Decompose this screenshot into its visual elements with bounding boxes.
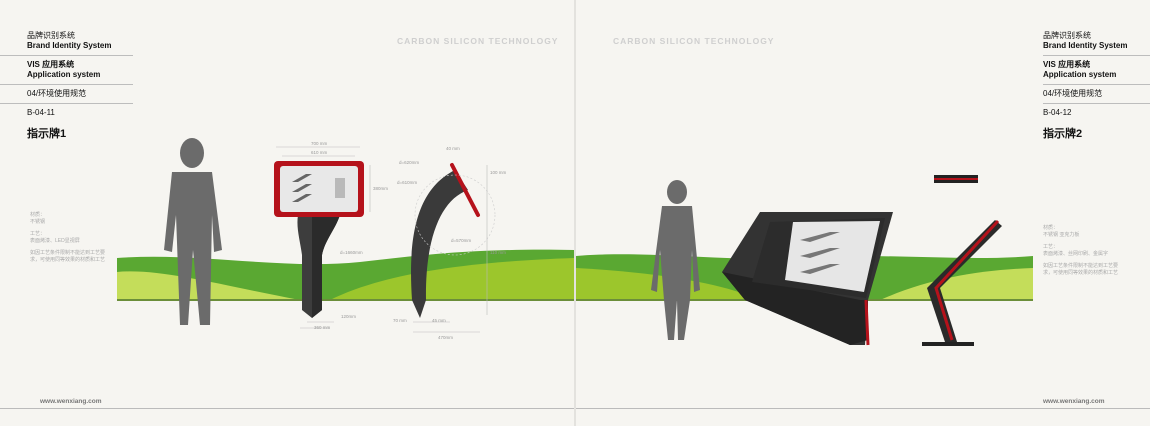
dim-label: 120mm: [341, 314, 357, 319]
system-en: Brand Identity System: [1043, 41, 1128, 50]
man-silhouette: [164, 138, 222, 325]
woman-silhouette: [651, 180, 700, 340]
page-code: B-04-12: [1043, 108, 1072, 117]
material-label: 材质：: [30, 212, 46, 218]
page-gutter: [574, 0, 576, 426]
website-right: www.wenxiang.com: [1043, 398, 1105, 405]
sign-2-side: [922, 175, 1002, 346]
website-left: www.wenxiang.com: [40, 398, 102, 405]
dim-label: 45 mm: [432, 318, 446, 323]
page-title: 指示牌2: [1043, 128, 1083, 140]
grass-left: [117, 249, 574, 301]
left-notes: 材质：不锈钢 工艺：表面烤漆、LED显视屏 如因工艺条件限制不能达到工艺要求，可…: [30, 212, 105, 269]
dim-label: d=620mm: [399, 160, 420, 165]
dim-label: 360 mm: [314, 325, 331, 330]
footer-rule-left: [0, 408, 574, 409]
process-label: 工艺：: [1043, 244, 1059, 250]
right-header: 品牌识别系统 Brand Identity System VIS 应用系统 Ap…: [1043, 31, 1150, 141]
dimension-lines: [276, 146, 488, 333]
process-value: 表面烤漆、LED显视屏: [30, 238, 80, 244]
vis-en: Application system: [1043, 70, 1117, 79]
dim-label: d=610mm: [397, 180, 418, 185]
dim-label: 70 mm: [393, 318, 407, 323]
vis-cn: VIS 应用系统: [27, 60, 75, 69]
sign-1-side: [411, 163, 496, 318]
remark: 如因工艺条件限制不能达到工艺要求，可使用同等效果的材质和工艺: [1043, 263, 1119, 276]
dim-label: 470mm: [438, 335, 454, 340]
dim-label: 100 mm: [490, 170, 507, 175]
material-value: 不锈钢: [30, 219, 46, 225]
section-label: 04/环境使用规范: [27, 89, 87, 98]
dim-label: 40 mm: [446, 146, 460, 151]
page-title: 指示牌1: [27, 128, 67, 140]
system-cn: 品牌识别系统: [27, 31, 75, 40]
right-notes: 材质：不锈钢 亚克力板 工艺：表面烤漆、丝网印刷、金属字 如因工艺条件限制不能达…: [1043, 225, 1118, 282]
footer-rule-right: [576, 408, 1150, 409]
left-header: 品牌识别系统 Brand Identity System VIS 应用系统 Ap…: [0, 31, 147, 141]
dim-label: 610 mm: [311, 150, 328, 155]
remark: 如因工艺条件限制不能达到工艺要求，可使用同等效果的材质和工艺: [30, 250, 106, 263]
vis-en: Application system: [27, 70, 101, 79]
material-label: 材质：: [1043, 225, 1059, 231]
process-value: 表面烤漆、丝网印刷、金属字: [1043, 251, 1109, 257]
system-cn: 品牌识别系统: [1043, 31, 1091, 40]
sign-2-kiosk: [722, 212, 893, 346]
system-en: Brand Identity System: [27, 41, 112, 50]
process-label: 工艺：: [30, 231, 46, 237]
dim-label: 380mm: [373, 186, 389, 191]
vis-cn: VIS 应用系统: [1043, 60, 1091, 69]
sign-1-front: [274, 161, 364, 318]
page-code: B-04-11: [27, 108, 55, 117]
dim-label: 700 mm: [311, 141, 328, 146]
section-label: 04/环境使用规范: [1043, 89, 1103, 98]
dim-label: d=1660mm: [340, 250, 363, 255]
brand-text-left: CARBON SILICON TECHNOLOGY: [397, 36, 559, 46]
brand-text-right: CARBON SILICON TECHNOLOGY: [613, 36, 775, 46]
dim-label: 110 mm: [490, 250, 506, 255]
dim-label: d=570mm: [451, 238, 472, 243]
material-value: 不锈钢 亚克力板: [1043, 232, 1080, 238]
